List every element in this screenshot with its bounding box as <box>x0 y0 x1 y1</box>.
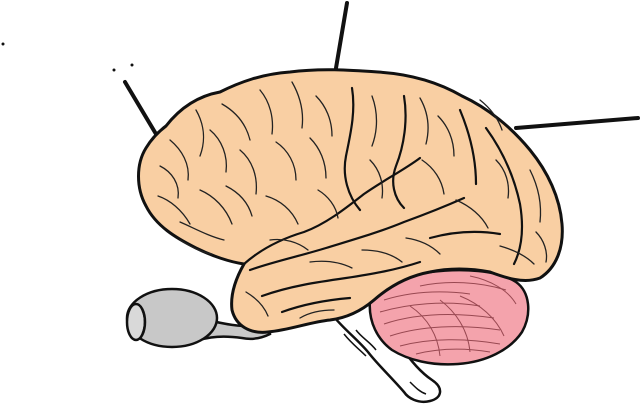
cerebrum-major-sulci <box>242 86 524 314</box>
brainstem-detail <box>355 329 377 351</box>
stray-dot <box>130 63 134 67</box>
leader-line-occipital <box>514 116 640 130</box>
eye-detail <box>139 305 146 339</box>
brainstem-detail <box>409 381 427 395</box>
stray-dot <box>112 68 116 72</box>
leader-line-parietal <box>334 1 349 70</box>
stray-dot <box>1 42 5 46</box>
cerebrum-gyri <box>157 81 548 319</box>
brainstem-detail <box>343 333 367 357</box>
leader-line-frontal <box>123 80 158 136</box>
cerebellum-folia <box>379 275 517 357</box>
cerebrum <box>137 68 564 334</box>
